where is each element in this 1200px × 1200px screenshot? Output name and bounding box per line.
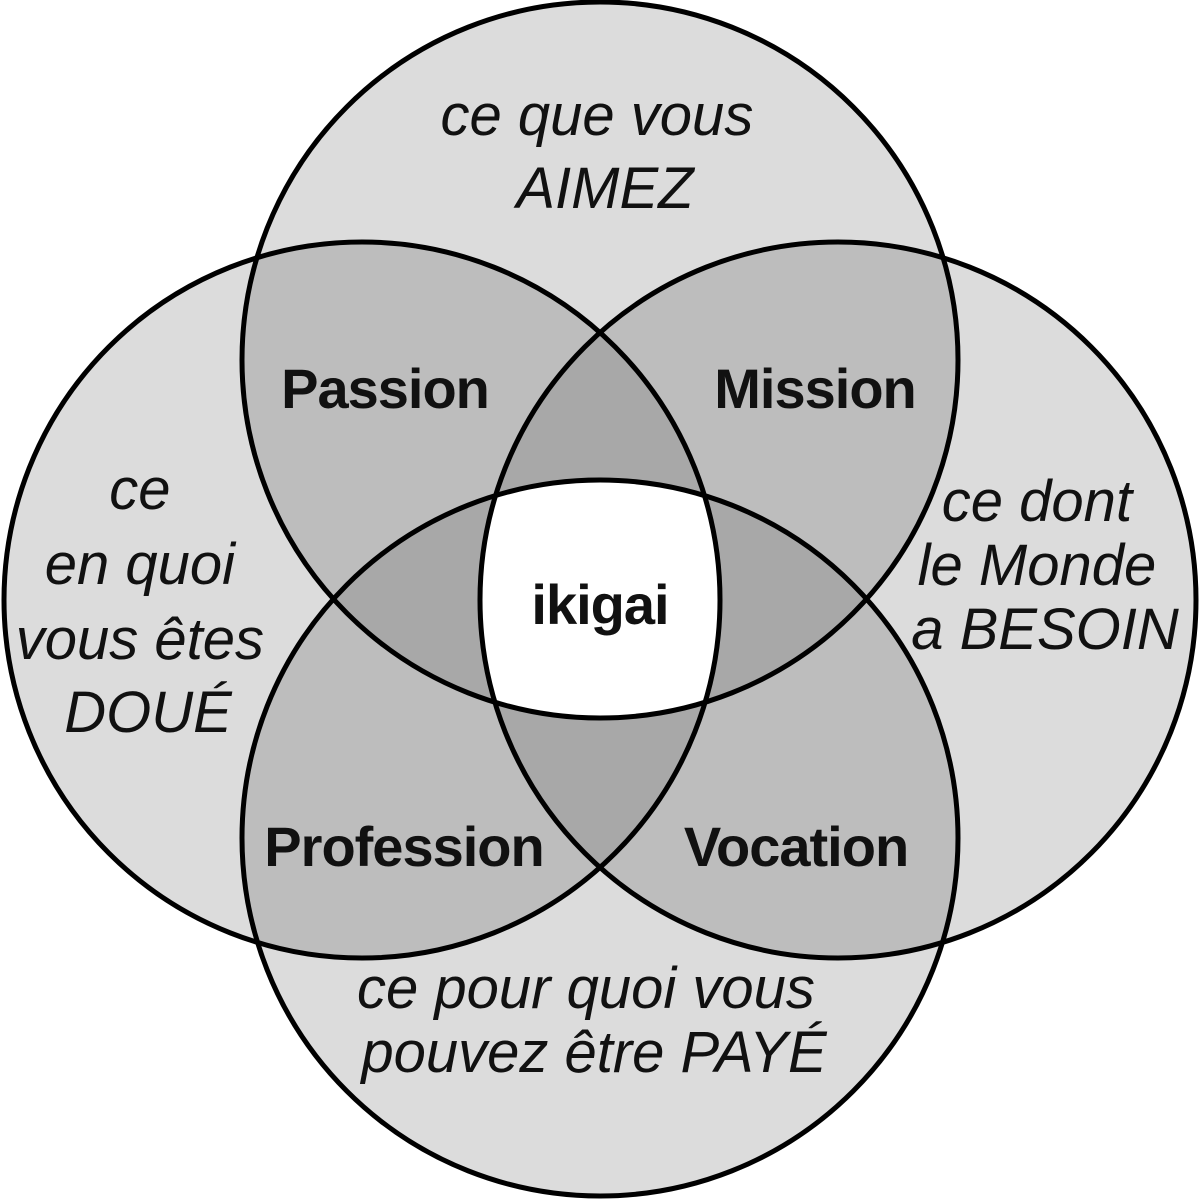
label-right-line-1: ce dont (942, 469, 1135, 534)
label-left-line-1: ce (109, 457, 170, 522)
triple-top-left-right (480, 242, 720, 718)
label-top-line-2: AIMEZ (513, 156, 696, 221)
triple-overlaps (242, 242, 958, 958)
label-top-line-1: ce que vous (441, 83, 754, 148)
circle-left-outline (1, 239, 723, 961)
label-left-line-4: DOUÉ (64, 680, 233, 745)
label-top: ce que vous AIMEZ (441, 83, 770, 221)
label-profession: Profession (264, 815, 543, 878)
label-center-ikigai: ikigai (531, 573, 668, 636)
label-left: ce en quoi vous êtes DOUÉ (16, 457, 280, 745)
label-left-line-2: en quoi (45, 532, 237, 597)
label-right-line-3: a BESOIN (911, 597, 1179, 662)
triple-right-top-bottom (480, 480, 958, 718)
label-vocation: Vocation (684, 815, 908, 878)
label-passion: Passion (281, 357, 489, 420)
triple-bottom-left-right (480, 480, 720, 958)
label-bottom-line-1: ce pour quoi vous (357, 956, 815, 1021)
label-right-line-2: le Monde (918, 533, 1157, 598)
circle-top-outline (239, 0, 961, 721)
label-bottom: ce pour quoi vous pouvez être PAYÉ (357, 956, 831, 1085)
triple-left-top-bottom (242, 480, 720, 718)
circle-bottom-outline (239, 477, 961, 1199)
label-left-line-3: vous êtes (16, 607, 264, 672)
label-bottom-line-2: pouvez être PAYÉ (359, 1020, 828, 1085)
label-right: ce dont le Monde a BESOIN (911, 469, 1179, 662)
label-mission: Mission (714, 357, 915, 420)
circle-right-outline (477, 239, 1199, 961)
